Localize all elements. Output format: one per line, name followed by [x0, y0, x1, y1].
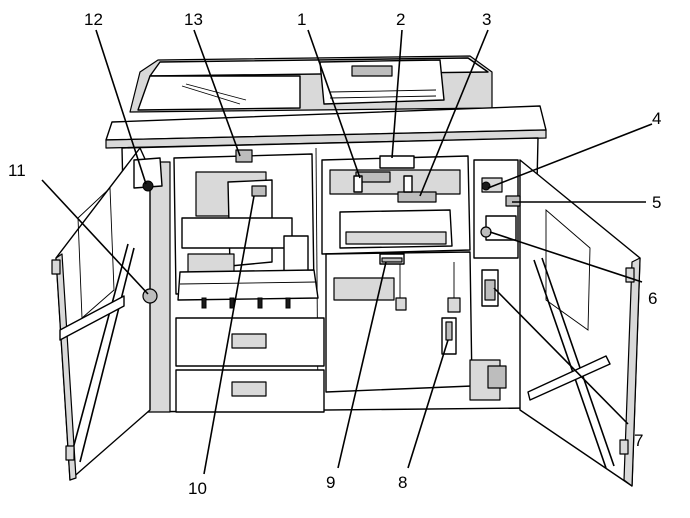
right-door [519, 159, 641, 487]
leader-4 [487, 123, 653, 189]
callout-1: 1 [297, 10, 306, 29]
callout-10: 10 [188, 479, 207, 498]
right-transport-unit [321, 155, 471, 255]
callout-3: 3 [482, 10, 491, 29]
callout-9: 9 [326, 473, 335, 492]
callout-12: 12 [84, 10, 103, 29]
right-side-components [473, 159, 521, 389]
callout-5: 5 [652, 193, 661, 212]
callout-13: 13 [184, 10, 203, 29]
callout-7: 7 [634, 431, 643, 450]
leader-12 [95, 29, 147, 185]
leader-8 [407, 339, 449, 469]
right-lower-unit [325, 251, 501, 401]
top-output-unit [129, 55, 493, 113]
left-door [51, 147, 158, 481]
callout-2: 2 [396, 10, 405, 29]
leader-13 [193, 29, 241, 157]
leader-1 [307, 29, 361, 179]
paper-drawers [175, 317, 325, 413]
leader-10 [203, 195, 255, 475]
callout-4: 4 [652, 109, 661, 128]
top-panel [105, 105, 547, 149]
leader-3 [419, 29, 489, 197]
leader-6 [489, 231, 643, 283]
leader-7 [493, 287, 629, 425]
callout-numbers: 1 2 3 4 5 6 7 8 9 10 11 12 13 [8, 10, 661, 498]
callout-leaders [41, 29, 653, 475]
callout-8: 8 [398, 473, 407, 492]
callout-11: 11 [8, 161, 26, 180]
leader-11 [41, 179, 149, 295]
callout-6: 6 [648, 289, 657, 308]
leader-9 [337, 261, 387, 469]
leader-2 [391, 29, 403, 159]
paper-guide-10 [177, 269, 319, 309]
